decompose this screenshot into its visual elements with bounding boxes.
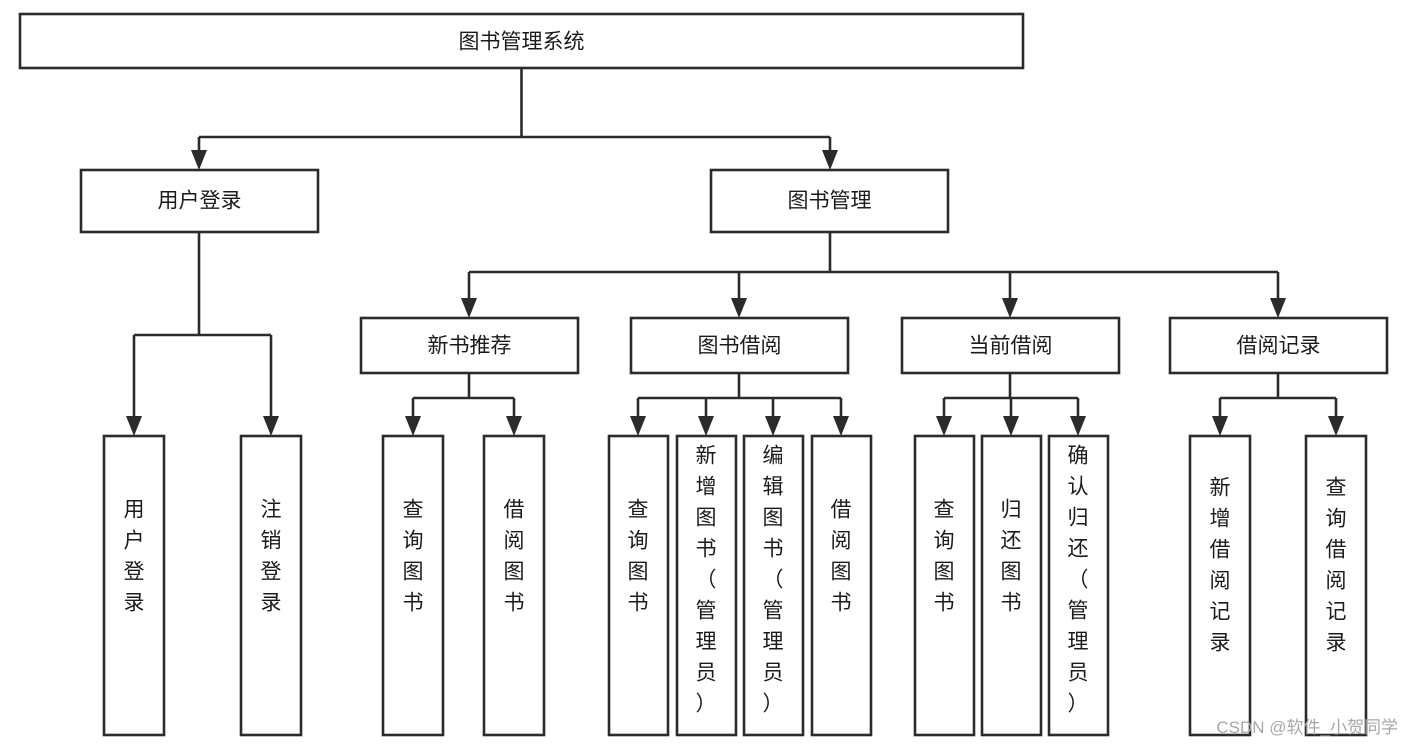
arrowhead-book-mgmt: [822, 150, 838, 170]
node-borrow-record[interactable]: 借阅记录: [1168, 316, 1389, 375]
leaf-newbook-query-book-box[interactable]: [381, 434, 445, 737]
leaf-currentborrow-return-book[interactable]: 归还图书: [980, 434, 1043, 737]
node-book-borrow[interactable]: 图书借阅: [629, 316, 850, 375]
leaf-user-login-login[interactable]: 用户登录: [102, 434, 166, 737]
leaf-borrowrecord-query-record-box[interactable]: [1304, 434, 1368, 737]
node-book-borrow-box[interactable]: [629, 316, 850, 375]
leaf-user-login-logout-label: 注销登录: [261, 499, 282, 615]
leaf-currentborrow-query-book-label: 查询图书: [934, 499, 955, 615]
leaf-user-login-login-box[interactable]: [102, 434, 166, 737]
leaf-bookborrow-add-book[interactable]: 新增图书（管理员）: [675, 434, 738, 737]
leaf-currentborrow-query-book-box[interactable]: [913, 434, 976, 737]
arrowhead-borrowrecord-leaf-2: [1328, 416, 1344, 436]
arrowhead-new-book: [461, 298, 477, 318]
node-root[interactable]: 图书管理系统: [18, 12, 1025, 70]
arrowhead-book-borrow: [731, 298, 747, 318]
arrowhead-leaf-logout: [263, 416, 279, 436]
leaf-borrowrecord-add-record[interactable]: 新增借阅记录: [1188, 434, 1252, 737]
arrowhead-leaf-user-login: [126, 416, 142, 436]
node-book-management[interactable]: 图书管理: [709, 168, 950, 234]
leaf-bookborrow-query-book-box[interactable]: [607, 434, 670, 737]
node-current-borrow[interactable]: 当前借阅: [900, 316, 1121, 375]
arrowhead-currentborrow-leaf-1: [936, 416, 952, 436]
leaf-bookborrow-add-book-label: 新增图书（管理员）: [696, 445, 717, 716]
leaf-currentborrow-confirm-return-box[interactable]: [1047, 434, 1110, 737]
arrowhead-bookborrow-leaf-4: [833, 416, 849, 436]
leaf-currentborrow-confirm-return-label: 确认归还（管理员）: [1068, 445, 1089, 716]
node-user-login[interactable]: 用户登录: [79, 168, 320, 234]
arrowhead-newbook-leaf-2: [506, 416, 522, 436]
leaf-borrowrecord-query-record-label: 查询借阅记录: [1326, 477, 1347, 655]
leaf-currentborrow-confirm-return[interactable]: 确认归还（管理员）: [1047, 434, 1110, 737]
leaf-bookborrow-edit-book[interactable]: 编辑图书（管理员）: [742, 434, 805, 737]
leaf-newbook-query-book-label: 查询图书: [403, 499, 424, 615]
arrowhead-borrow-record: [1270, 298, 1286, 318]
leaf-newbook-query-book[interactable]: 查询图书: [381, 434, 445, 737]
leaf-newbook-borrow-book-label: 借阅图书: [504, 499, 525, 615]
arrowhead-currentborrow-leaf-2: [1003, 416, 1019, 436]
node-book-management-box[interactable]: [709, 168, 950, 234]
node-current-borrow-label: 当前借阅: [969, 335, 1053, 358]
node-new-book-recommend-box[interactable]: [359, 316, 580, 375]
leaf-bookborrow-borrow-book-box[interactable]: [810, 434, 873, 737]
arrowhead-user-login: [191, 150, 207, 170]
connector-layer: [126, 68, 1344, 436]
leaf-currentborrow-return-book-box[interactable]: [980, 434, 1043, 737]
leaf-bookborrow-edit-book-label: 编辑图书（管理员）: [763, 445, 784, 716]
node-borrow-record-label: 借阅记录: [1237, 335, 1321, 358]
node-book-borrow-label: 图书借阅: [698, 335, 782, 358]
leaf-currentborrow-query-book[interactable]: 查询图书: [913, 434, 976, 737]
arrowhead-bookborrow-leaf-2: [698, 416, 714, 436]
node-book-management-label: 图书管理: [788, 190, 872, 213]
leaf-borrowrecord-query-record[interactable]: 查询借阅记录: [1304, 434, 1368, 737]
leaf-bookborrow-query-book-label: 查询图书: [628, 499, 649, 615]
node-root-label: 图书管理系统: [459, 31, 585, 54]
node-current-borrow-box[interactable]: [900, 316, 1121, 375]
leaf-newbook-borrow-book[interactable]: 借阅图书: [482, 434, 546, 737]
leaf-user-login-logout[interactable]: 注销登录: [239, 434, 303, 737]
leaf-borrowrecord-add-record-box[interactable]: [1188, 434, 1252, 737]
arrowhead-current-borrow: [1002, 298, 1018, 318]
leaf-user-login-login-label: 用户登录: [124, 499, 145, 615]
leaf-bookborrow-add-book-box[interactable]: [675, 434, 738, 737]
arrowhead-bookborrow-leaf-1: [630, 416, 646, 436]
leaf-newbook-borrow-book-box[interactable]: [482, 434, 546, 737]
leaf-bookborrow-query-book[interactable]: 查询图书: [607, 434, 670, 737]
node-new-book-recommend[interactable]: 新书推荐: [359, 316, 580, 375]
leaf-user-login-logout-box[interactable]: [239, 434, 303, 737]
node-root-box[interactable]: [18, 12, 1025, 70]
leaf-bookborrow-borrow-book-label: 借阅图书: [831, 499, 852, 615]
node-borrow-record-box[interactable]: [1168, 316, 1389, 375]
leaf-bookborrow-edit-book-box[interactable]: [742, 434, 805, 737]
arrowhead-borrowrecord-leaf-1: [1212, 416, 1228, 436]
watermark-label: CSDN @软件_小贺同学: [1216, 718, 1398, 737]
arrowhead-newbook-leaf-1: [405, 416, 421, 436]
node-user-login-label: 用户登录: [158, 190, 242, 213]
leaf-bookborrow-borrow-book[interactable]: 借阅图书: [810, 434, 873, 737]
node-new-book-recommend-label: 新书推荐: [428, 335, 512, 358]
leaf-currentborrow-return-book-label: 归还图书: [1001, 499, 1022, 615]
leaf-borrowrecord-add-record-label: 新增借阅记录: [1210, 477, 1231, 655]
arrowhead-currentborrow-leaf-3: [1070, 416, 1086, 436]
arrowhead-bookborrow-leaf-3: [765, 416, 781, 436]
node-user-login-box[interactable]: [79, 168, 320, 234]
